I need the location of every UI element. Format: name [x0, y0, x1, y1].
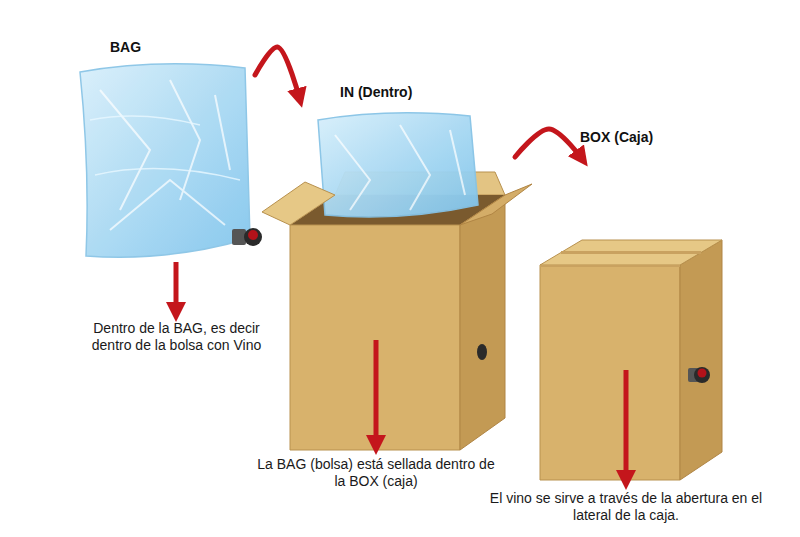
- caption-text: El vino se sirve a través de la abertura…: [481, 490, 771, 524]
- stage-heading: BOX (Caja): [580, 128, 653, 146]
- box-tap: [688, 367, 710, 383]
- leader-arrow: [624, 370, 629, 480]
- leader-arrow: [174, 262, 179, 312]
- bag-tap: [232, 228, 262, 246]
- caption-text: La BAG (bolsa) está sellada dentro de la…: [256, 456, 496, 490]
- stage-node: BOX (Caja): [535, 160, 725, 485]
- stage-node: BAG: [60, 30, 255, 270]
- stage-heading: IN (Dentro): [340, 83, 412, 101]
- closed-box: [540, 240, 722, 480]
- open-box: [262, 113, 532, 450]
- flow-arrow: [515, 129, 583, 160]
- wine-bag: [80, 64, 250, 257]
- caption-text: Dentro de la BAG, es decir dentro de la …: [84, 320, 269, 354]
- flow-arrow: [255, 47, 300, 100]
- leader-arrow: [374, 340, 379, 445]
- stage-heading: BAG: [110, 38, 141, 56]
- stage-node: IN (Dentro): [300, 75, 515, 455]
